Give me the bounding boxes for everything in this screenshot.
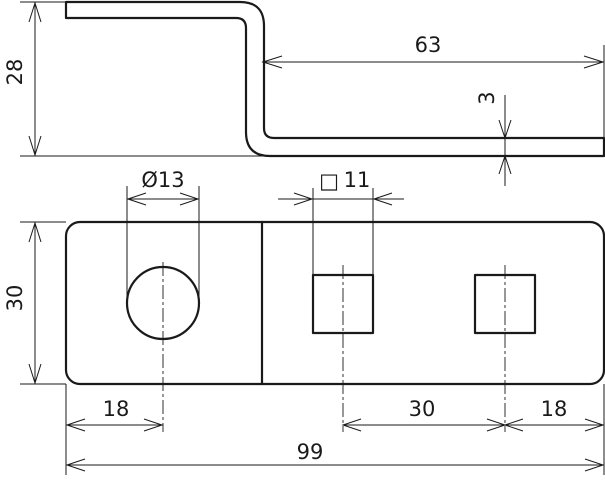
overall-length-dimension: 99 [65,440,605,472]
round-hole-offset-label: 18 [103,397,130,421]
bracket-profile [64,0,605,158]
plan-view: 30 Ø13 □ 11 18 [3,168,605,475]
overall-length-label: 99 [297,440,324,464]
length-label: 63 [415,33,442,57]
square-symbol: □ [319,169,339,193]
width-label: 30 [3,285,27,312]
hole-diameter-dimension: Ø13 [126,168,200,303]
round-hole-offset-dimension: 18 [65,384,164,475]
thickness-dimension: 3 [475,91,604,186]
length-dimension: 63 [261,33,605,138]
thickness-label: 3 [475,91,499,104]
width-dimension: 30 [3,221,66,385]
square-hole-dimension: □ 11 [278,168,404,275]
height-dimension: 28 [3,1,270,157]
side-view: 28 63 3 [3,0,605,186]
square-hole-spacing-dimension: 30 [341,397,507,432]
square-hole-edge-offset-dimension: 18 [503,384,605,475]
square-hole-edge-offset-label: 18 [541,397,568,421]
hole-diameter-label: Ø13 [141,168,184,192]
square-hole-spacing-label: 30 [409,397,436,421]
square-hole-label: 11 [344,168,371,192]
height-label: 28 [3,59,27,86]
plate-outline [64,220,605,386]
